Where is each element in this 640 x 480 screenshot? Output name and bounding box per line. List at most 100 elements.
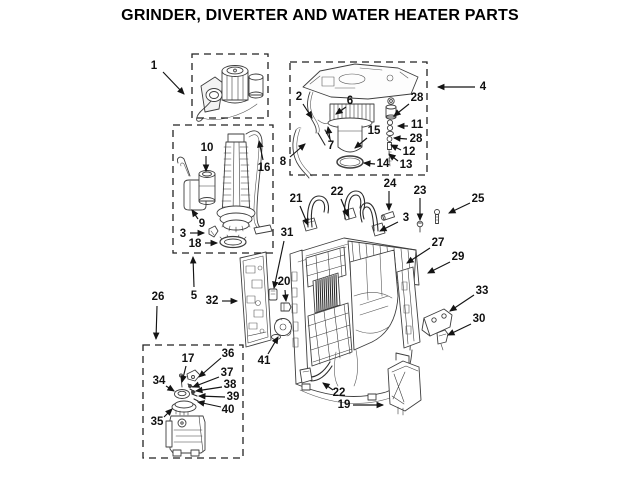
control-board-art [239,251,272,348]
grinder-assembly-art [165,369,206,457]
callout-part-39: 39 [197,391,240,403]
part-number-label: 2 [296,91,302,103]
leader-arrow [196,400,222,408]
diverter-group-box [289,61,428,176]
part-number-label: 40 [222,404,235,416]
part-number-label: 32 [206,295,219,307]
leader-arrow [325,125,333,140]
part-number-label: 19 [338,399,351,411]
callout-part-20: 20 [278,276,291,303]
callout-part-33: 33 [449,285,489,312]
leader-arrow [299,205,309,226]
callout-part-4: 4 [436,81,487,93]
part-number-label: 20 [278,276,291,288]
callout-part-28: 28 [393,92,424,117]
dashed-group-boxes [142,53,428,459]
callout-part-24: 24 [384,178,397,212]
leader-arrow [162,71,185,95]
page-title: GRINDER, DIVERTER AND WATER HEATER PARTS [121,7,519,24]
part-number-label: 28 [411,92,424,104]
leader-arrow [165,384,175,392]
callout-part-30: 30 [447,313,486,336]
callout-part-37: 37 [192,367,233,388]
leader-arrow [390,144,402,151]
leader-arrow [257,139,264,161]
callout-part-29: 29 [427,251,464,274]
part-number-label: 31 [281,227,294,239]
part-number-label: 39 [227,391,240,403]
part-number-label: 41 [258,355,271,367]
leader-arrow [340,198,349,217]
part-number-label: 17 [182,353,195,365]
leader-arrow [152,305,160,341]
leader-arrow [192,376,220,388]
part-number-label: 35 [151,416,164,428]
callout-part-11: 11 [396,119,424,131]
leader-arrow [448,202,471,214]
leader-arrow [163,408,173,418]
part-number-label: 15 [368,125,381,137]
leader-arrow [449,294,475,312]
part-number-label: 3 [180,228,186,240]
part-number-label: 26 [152,291,165,303]
part-number-label: 13 [400,159,413,171]
callout-part-1: 1 [151,60,185,95]
part-number-label: 38 [224,379,237,391]
chassis-housing-art [289,190,420,404]
part-number-label: 9 [199,218,205,230]
part-number-label: 21 [290,193,303,205]
leader-arrow [191,209,199,220]
callout-part-18: 18 [189,238,219,250]
callout-part-19: 19 [338,399,385,411]
callout-part-7: 7 [325,125,334,152]
callout-part-3: 3 [379,212,409,232]
callout-part-35: 35 [151,408,173,428]
leader-arrow [272,240,285,290]
callout-part-40: 40 [196,400,235,416]
callout-part-6: 6 [335,95,353,115]
part-number-label: 7 [328,140,334,152]
callout-part-12: 12 [390,144,415,158]
leader-arrow [392,135,408,142]
part-number-label: 22 [333,387,346,399]
leader-arrow [180,365,187,384]
leader-arrow [427,261,451,274]
part-number-label: 33 [476,285,489,297]
callout-part-31: 31 [272,227,294,290]
leader-arrow [447,323,472,336]
callout-part-22: 22 [322,382,346,399]
leader-arrow [362,160,376,167]
part-number-label: 25 [472,193,485,205]
part-number-label: 22 [331,186,344,198]
callout-part-23: 23 [414,185,426,222]
leader-arrow [393,103,410,117]
callout-part-25: 25 [448,193,485,214]
water-heater-group-box [172,124,274,254]
leader-arrow [388,153,399,162]
leader-arrow [282,289,289,303]
part-number-label: 5 [191,290,198,302]
leader-arrow [198,357,222,378]
grinder-group-box [142,344,244,459]
callout-part-13: 13 [388,153,413,171]
water-heater-assembly-art [177,130,273,249]
part-number-label: 14 [377,158,390,170]
part-number-label: 1 [151,60,158,72]
leader-arrow [322,382,334,391]
leader-arrow [197,392,226,400]
callout-part-14: 14 [362,158,390,170]
part-number-label: 27 [432,237,445,249]
callout-part-26: 26 [152,291,165,341]
callout-part-34: 34 [153,375,175,392]
part-number-label: 30 [473,313,486,325]
leader-arrow [267,336,279,355]
callout-part-8: 8 [280,143,306,168]
leader-arrow [194,386,223,394]
callout-part-15: 15 [354,125,381,149]
callout-part-21: 21 [290,193,309,226]
part-number-label: 28 [410,133,423,145]
leader-arrow [189,255,197,288]
leader-arrow [406,247,431,264]
